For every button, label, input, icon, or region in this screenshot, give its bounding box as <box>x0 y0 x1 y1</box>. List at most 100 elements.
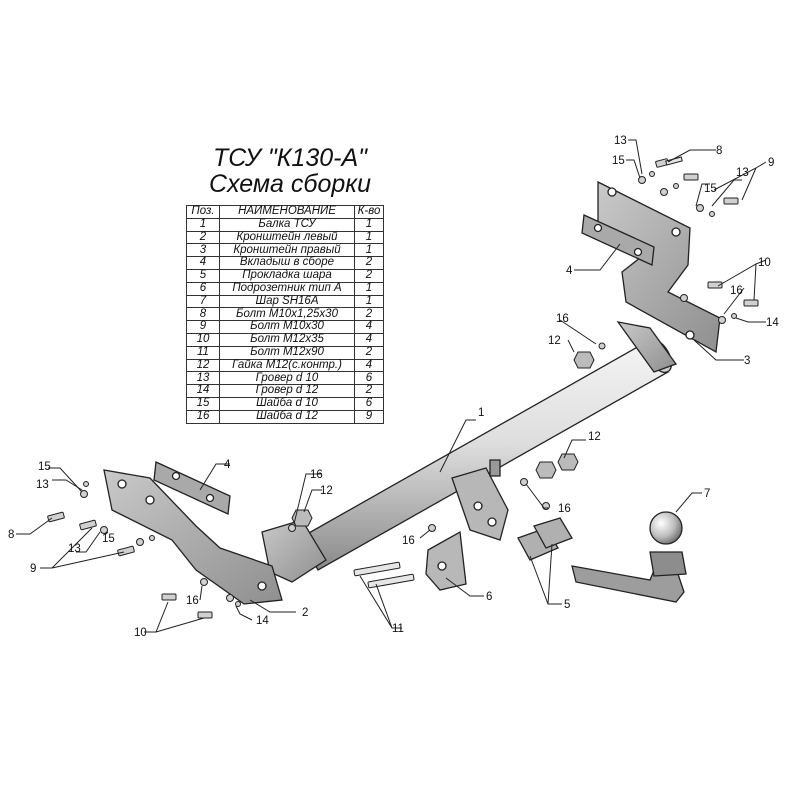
cell-quantity: 1 <box>354 281 384 296</box>
cell-name: Болт М10х30 <box>219 320 355 334</box>
leader-lines <box>16 139 767 633</box>
callout-16: 16 <box>558 503 571 515</box>
cell-name: Кронштейн правый <box>219 243 355 258</box>
callout-16: 16 <box>556 313 569 325</box>
callout-4: 4 <box>224 459 231 471</box>
callout-4: 4 <box>566 265 573 277</box>
cell-position: 13 <box>186 371 220 386</box>
cell-name: Прокладка шара <box>219 268 355 283</box>
cell-name: Гровер d 12 <box>219 384 355 398</box>
cell-name: Подрозетник тип А <box>219 281 355 296</box>
callout-13: 13 <box>68 543 81 555</box>
callout-11: 11 <box>392 623 404 635</box>
right-insert <box>581 214 655 266</box>
callout-13: 13 <box>736 167 749 179</box>
cell-position: 7 <box>186 294 220 309</box>
callout-10: 10 <box>758 257 771 269</box>
cell-position: 12 <box>186 358 220 373</box>
cell-quantity: 2 <box>354 345 384 360</box>
cell-position: 5 <box>186 268 220 283</box>
callout-15: 15 <box>38 461 51 473</box>
cell-position: 6 <box>186 281 220 296</box>
callout-15: 15 <box>102 533 115 545</box>
ball-spacers <box>517 517 573 561</box>
cell-name: Шайба d 12 <box>219 409 355 424</box>
callout-9: 9 <box>768 157 774 169</box>
cell-name: Гайка М12(с.контр.) <box>219 358 355 373</box>
callout-7: 7 <box>704 488 710 500</box>
header-position: Поз. <box>186 205 220 219</box>
parts-table-header: Поз. НАИМЕНОВАНИЕ К-во <box>186 205 384 219</box>
callout-10: 10 <box>134 627 147 639</box>
cell-position: 11 <box>186 345 220 360</box>
cell-position: 10 <box>186 332 220 347</box>
cell-name: Шайба d 10 <box>219 396 355 411</box>
cell-name: Гровер d 10 <box>219 371 355 386</box>
callout-14: 14 <box>766 317 779 329</box>
cell-name: Болт М10х1,25х30 <box>219 307 355 322</box>
left-insert <box>153 461 231 515</box>
callout-15: 15 <box>612 155 625 167</box>
callout-12: 12 <box>548 335 561 347</box>
cell-quantity: 1 <box>354 243 384 258</box>
callout-2: 2 <box>302 607 308 619</box>
callout-6: 6 <box>486 591 492 603</box>
cell-quantity: 4 <box>354 320 384 334</box>
callout-labels: 1 2 3 4 4 5 6 7 8 8 9 9 10 10 11 12 12 1… <box>8 135 779 639</box>
callout-1: 1 <box>478 407 484 419</box>
callout-14: 14 <box>256 615 269 627</box>
cell-quantity: 6 <box>354 396 384 411</box>
cell-position: 14 <box>186 384 220 398</box>
left-bracket <box>103 469 283 605</box>
diagram-subtitle: Схема сборки <box>209 170 371 198</box>
cell-quantity: 2 <box>354 307 384 322</box>
cell-position: 4 <box>186 256 220 270</box>
cell-quantity: 2 <box>354 256 384 270</box>
callout-3: 3 <box>744 355 750 367</box>
beam-tube <box>261 321 678 583</box>
cell-quantity: 4 <box>354 332 384 347</box>
cell-quantity: 1 <box>354 217 384 232</box>
cell-position: 3 <box>186 243 220 258</box>
callout-9: 9 <box>30 563 36 575</box>
callout-16: 16 <box>402 535 415 547</box>
cell-position: 15 <box>186 396 220 411</box>
tow-ball <box>571 511 687 603</box>
callout-13: 13 <box>36 479 49 491</box>
cell-position: 9 <box>186 320 220 334</box>
cell-position: 1 <box>186 217 220 232</box>
fasteners <box>47 156 759 619</box>
callout-5: 5 <box>564 599 570 611</box>
cell-name: Балка ТСУ <box>219 217 355 232</box>
cell-name: Болт М12х35 <box>219 332 355 347</box>
cell-name: Болт М12х90 <box>219 345 355 360</box>
cell-quantity: 9 <box>354 409 384 424</box>
cell-quantity: 1 <box>354 230 384 245</box>
header-name: НАИМЕНОВАНИЕ <box>219 205 355 219</box>
cell-name: Шар SH16A <box>219 294 355 309</box>
callout-15: 15 <box>704 183 717 195</box>
cell-position: 8 <box>186 307 220 322</box>
cell-position: 16 <box>186 409 220 424</box>
cell-quantity: 6 <box>354 371 384 386</box>
cell-position: 2 <box>186 230 220 245</box>
callout-13: 13 <box>614 135 627 147</box>
socket-plate <box>425 530 467 591</box>
